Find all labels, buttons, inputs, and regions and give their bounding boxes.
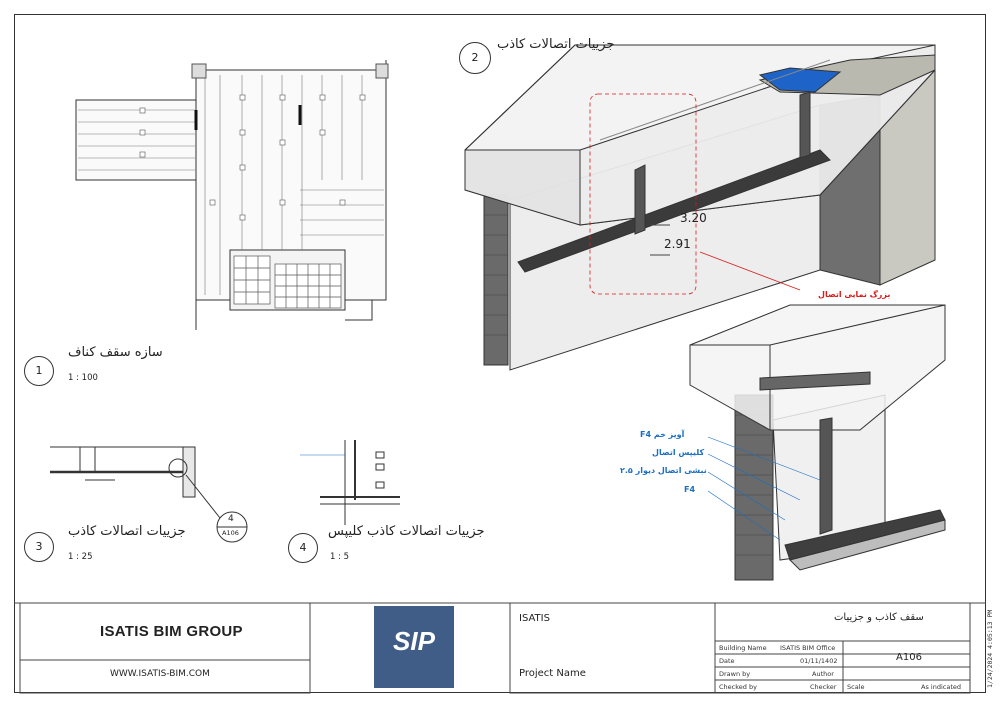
view-4-scale: 1 : 5 xyxy=(330,552,350,562)
drawing-sheet-border xyxy=(14,14,986,693)
iso-detail-lower xyxy=(689,304,946,581)
logo-mark: SIP xyxy=(393,626,435,656)
project-company: ISATIS xyxy=(519,613,550,624)
dimension-top: 3.20 xyxy=(680,211,707,225)
view-2-number: 2 xyxy=(459,42,491,74)
sheet-number: A106 xyxy=(896,652,922,663)
annotation-clips: کلیپس اتصال xyxy=(652,448,705,457)
scale-value: As indicated xyxy=(921,683,961,691)
field-value-building: ISATIS BIM Office xyxy=(780,644,836,652)
clip-detail xyxy=(300,440,400,525)
annotation-wall-angle: نبشی اتصال دیوار ۲.۵ xyxy=(620,466,707,475)
section-mark-sheet: A106 xyxy=(222,529,239,537)
annotation-hanger: آویز خم F4 xyxy=(640,430,685,439)
view-1-number: 1 xyxy=(24,356,54,386)
iso-detail-main xyxy=(464,44,936,371)
print-timestamp-wrap: 1/24/2024 4:05:13 PM xyxy=(984,560,998,690)
view-3-title: جزییات اتصالات کاذب xyxy=(68,524,186,539)
plan-outline-left xyxy=(75,99,197,181)
view-1-scale: 1 : 100 xyxy=(68,373,98,383)
view-1-title: سازه سقف کناف xyxy=(68,345,163,360)
section-mark-number: 4 xyxy=(228,514,234,524)
section-detail xyxy=(50,446,221,519)
field-label-building: Building Name xyxy=(719,644,767,652)
sheet-title: سقف کاذب و جزییات xyxy=(834,612,924,623)
view-4-title: جزییات اتصالات کاذب کلیپس xyxy=(328,524,485,539)
field-label-date: Date xyxy=(719,657,735,665)
field-label-checked: Checked by xyxy=(719,683,757,691)
callout-leaders xyxy=(707,436,821,541)
company-website[interactable]: WWW.ISATIS-BIM.COM xyxy=(110,669,210,679)
project-name: Project Name xyxy=(519,668,586,679)
section-mark xyxy=(216,511,248,543)
company-name: ISATIS BIM GROUP xyxy=(100,623,243,640)
view-3-number: 3 xyxy=(24,532,54,562)
view-2-title: جزییات اتصالات کاذب xyxy=(497,37,615,52)
ceiling-plan xyxy=(75,60,389,330)
view-4-number: 4 xyxy=(288,533,318,563)
annotation-connection-zoom: بزرگ نمایی اتصال xyxy=(818,290,891,299)
company-logo xyxy=(374,606,454,688)
field-value-drawn: Author xyxy=(812,670,834,678)
field-value-date: 01/11/1402 xyxy=(800,657,838,665)
field-label-drawn: Drawn by xyxy=(719,670,751,678)
print-timestamp: 1/24/2024 4:05:13 PM xyxy=(986,609,994,688)
dimension-bottom: 2.91 xyxy=(664,237,691,251)
annotation-f4: F4 xyxy=(684,485,696,494)
field-value-checked: Checker xyxy=(810,683,837,691)
title-block-frame xyxy=(14,602,986,694)
scale-label: Scale xyxy=(847,683,865,691)
view-3-scale: 1 : 25 xyxy=(68,552,93,562)
